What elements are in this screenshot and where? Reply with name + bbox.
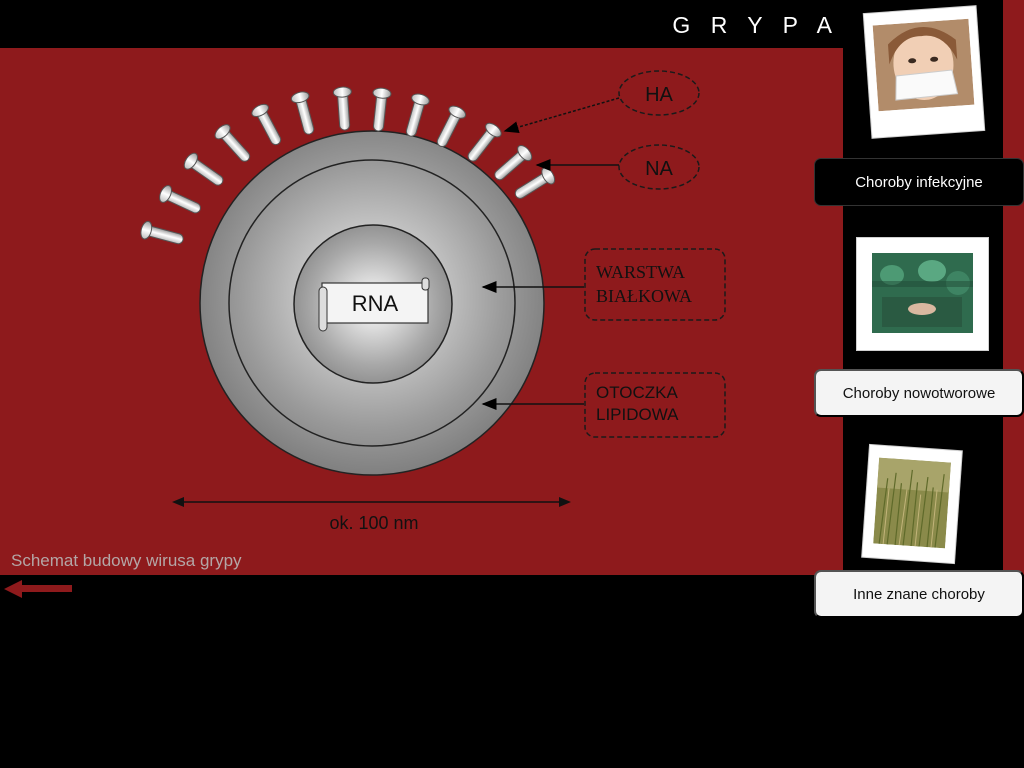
surface-spikes bbox=[140, 86, 556, 245]
photo-grass bbox=[862, 444, 962, 564]
lipid-layer-line2: LIPIDOWA bbox=[596, 405, 679, 424]
ha-bubble bbox=[618, 70, 700, 116]
grass-image bbox=[873, 457, 951, 549]
nav-other-diseases-button[interactable]: Inne znane choroby bbox=[814, 570, 1024, 618]
na-label: NA bbox=[645, 158, 673, 180]
nav-cancer-diseases-button[interactable]: Choroby nowotworowe bbox=[814, 369, 1024, 417]
page-title: G R Y P A bbox=[672, 12, 839, 38]
protein-layer-line2: BIAŁKOWA bbox=[596, 286, 692, 306]
rna-label: RNA bbox=[352, 291, 399, 316]
back-arrow-icon[interactable] bbox=[2, 579, 74, 599]
na-bubble bbox=[618, 144, 700, 190]
top-bar bbox=[0, 0, 843, 48]
nav-infectious-diseases-button[interactable]: Choroby infekcyjne bbox=[814, 158, 1024, 206]
surgery-image bbox=[872, 253, 973, 333]
virus-diagram: RNA HA NA WARSTWA BIAŁKOWA OTOCZKA LIPID… bbox=[140, 70, 726, 533]
lipid-layer-line1: OTOCZKA bbox=[596, 383, 679, 402]
sidebar-edge bbox=[1003, 0, 1024, 575]
scale-label: ok. 100 nm bbox=[329, 513, 418, 533]
sick-child-image bbox=[872, 18, 975, 112]
protein-layer-line1: WARSTWA bbox=[596, 262, 685, 282]
diagram-caption: Schemat budowy wirusa grypy bbox=[11, 551, 242, 570]
lipid-layer-box bbox=[584, 372, 726, 438]
protein-layer bbox=[228, 159, 516, 447]
photo-sick-child bbox=[863, 6, 985, 138]
rna-scroll bbox=[318, 277, 430, 332]
ha-pointer bbox=[503, 97, 620, 134]
photo-surgery bbox=[857, 238, 988, 350]
ha-label: HA bbox=[645, 84, 673, 106]
protein-layer-box bbox=[584, 248, 726, 321]
